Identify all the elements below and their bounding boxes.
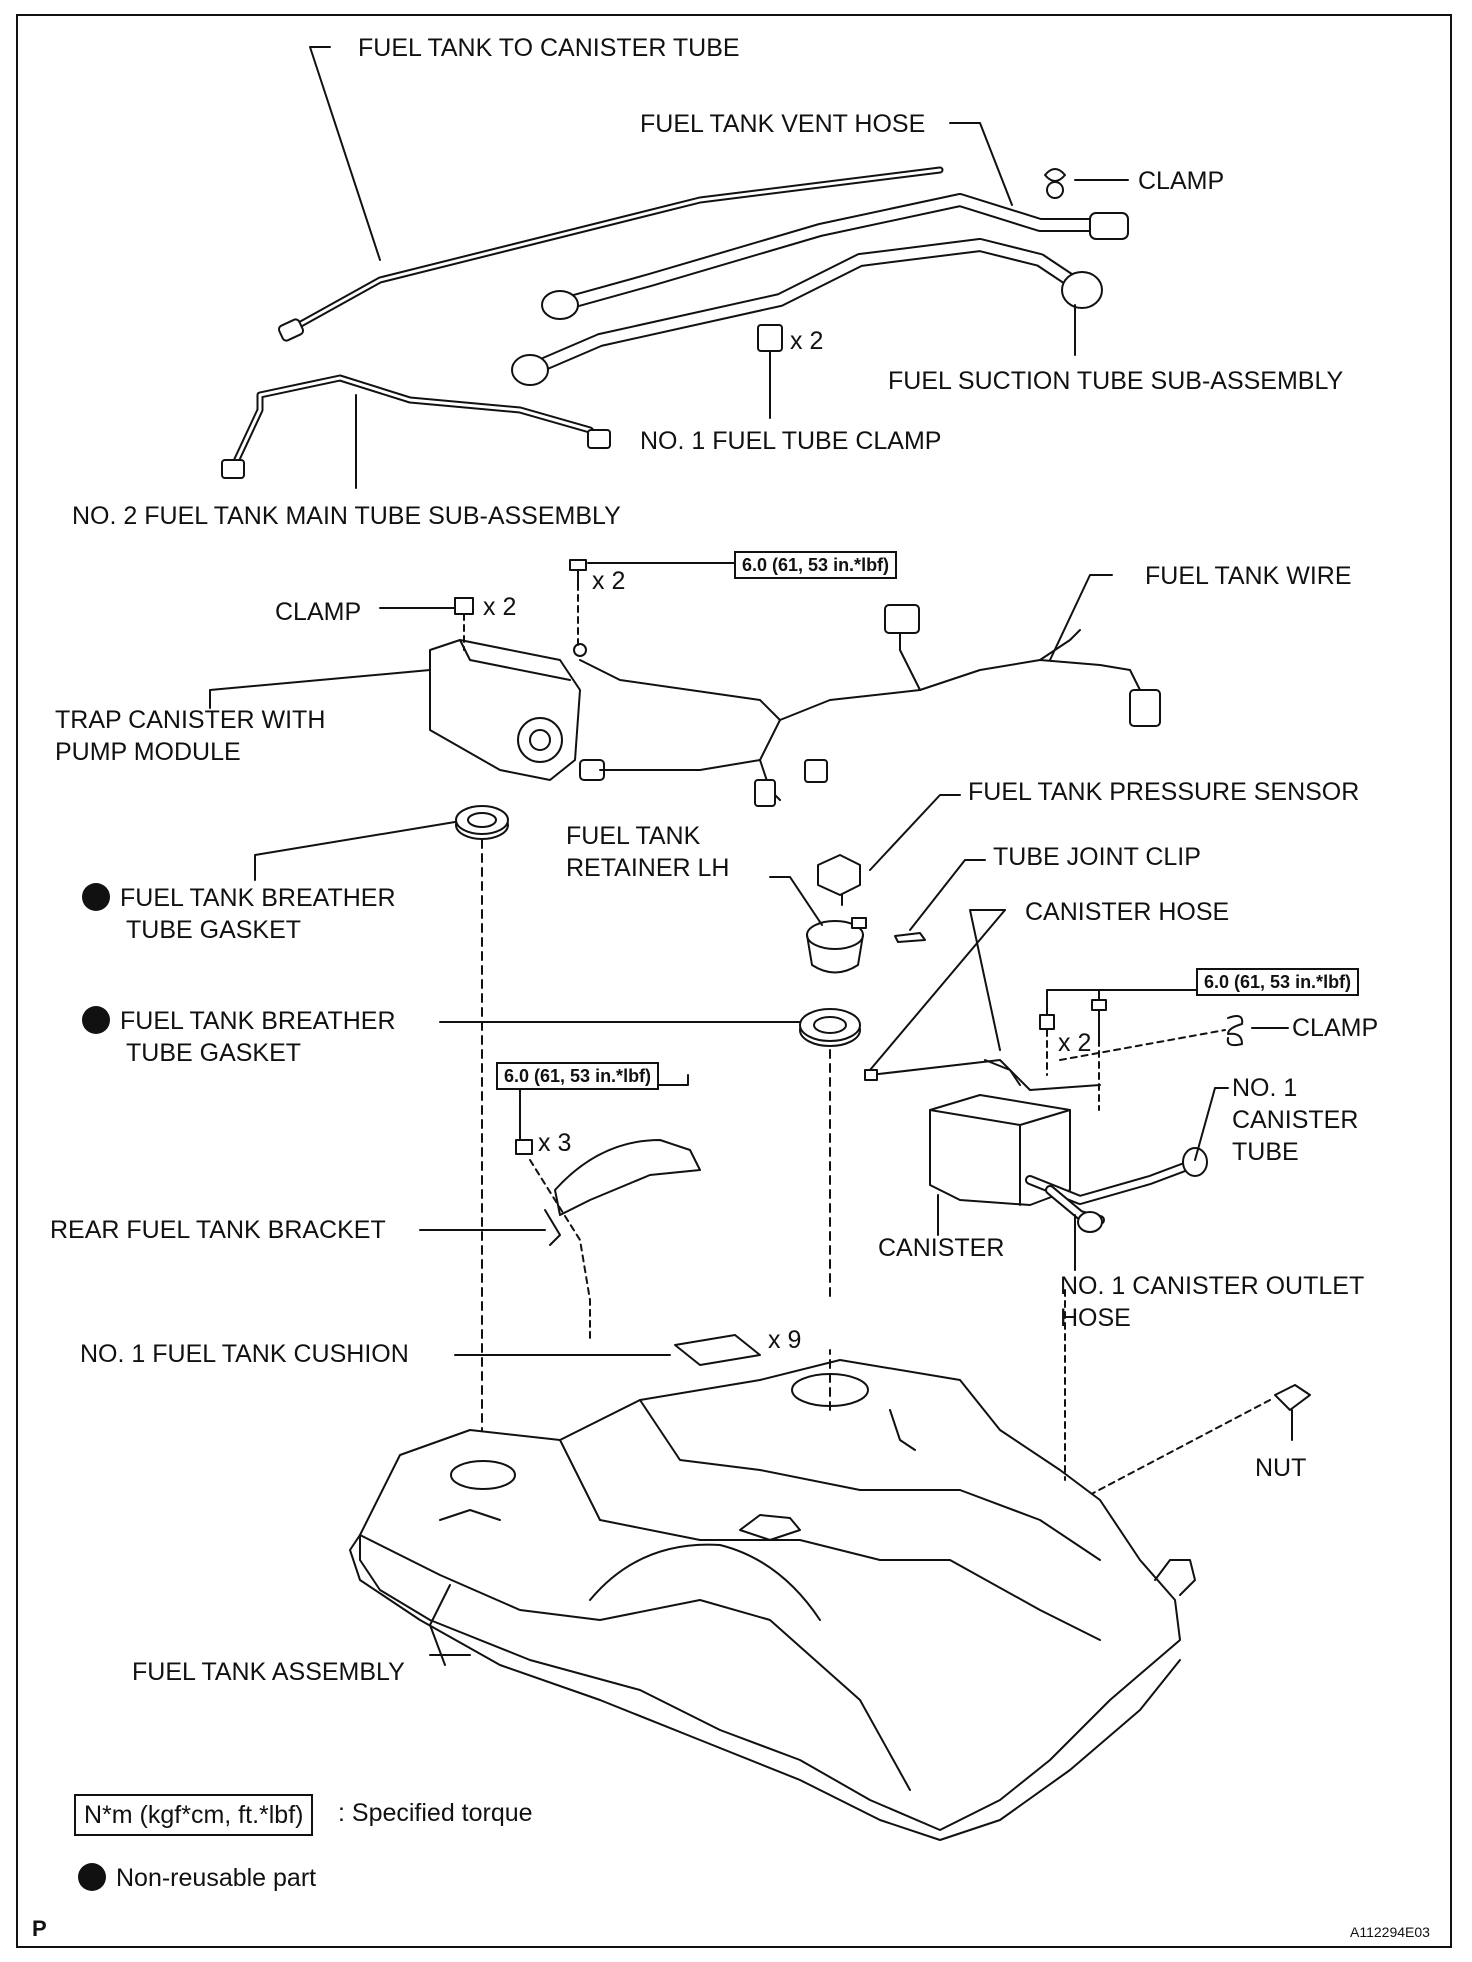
qty-bolt-top: x 2 — [592, 567, 626, 595]
diagram-frame — [16, 14, 1452, 1948]
label-tube-joint-clip: TUBE JOINT CLIP — [993, 843, 1201, 871]
breather-gasket-2 — [439, 1008, 861, 1301]
label-gasket1-text-1: FUEL TANK BREATHER — [120, 884, 396, 912]
label-no2-fuel-tank-main-tube: NO. 2 FUEL TANK MAIN TUBE SUB-ASSEMBLY — [72, 502, 621, 530]
tube-joint-clip — [894, 859, 986, 943]
label-fuel-tank-vent-hose: FUEL TANK VENT HOSE — [640, 110, 926, 138]
fuel-tank-wire — [573, 604, 1161, 807]
bolt-top — [569, 559, 736, 651]
label-breather-gasket-2: FUEL TANK BREATHER TUBE GASKET — [82, 1005, 396, 1069]
canister-assembly — [864, 1059, 1208, 1233]
leader-fuel-tank-wire — [1049, 574, 1113, 661]
torque-bracket: 6.0 (61, 53 in.*lbf) — [496, 1062, 660, 1090]
no2-fuel-tank-main-tube — [221, 374, 611, 489]
no1-fuel-tube-clamp — [757, 324, 783, 419]
legend-torque-text: : Specified torque — [338, 1799, 533, 1827]
label-fuel-suction-tube: FUEL SUCTION TUBE SUB-ASSEMBLY — [888, 367, 1344, 395]
non-reusable-dot-icon — [78, 1863, 106, 1891]
label-fuel-tank-retainer: FUEL TANK RETAINER LH — [566, 820, 729, 884]
non-reusable-dot-icon — [82, 883, 110, 911]
fuel-tank-pressure-sensor — [817, 794, 961, 906]
label-retainer-line-1: FUEL TANK — [566, 822, 701, 850]
label-fuel-tank-to-canister-tube: FUEL TANK TO CANISTER TUBE — [358, 34, 740, 62]
leader-canister-hose-b — [869, 909, 1006, 1071]
label-trap-canister: TRAP CANISTER WITH PUMP MODULE — [55, 704, 325, 768]
figure-code: A112294E03 — [1350, 1924, 1430, 1940]
torque-top: 6.0 (61, 53 in.*lbf) — [734, 551, 898, 579]
clamp-top-part — [1044, 168, 1066, 199]
label-trap-canister-line-2: PUMP MODULE — [55, 738, 241, 766]
rear-fuel-tank-bracket — [419, 1074, 701, 1341]
page-mark: P — [32, 1916, 47, 1941]
fuel-tank-body — [349, 1359, 1196, 1841]
label-rear-fuel-tank-bracket: REAR FUEL TANK BRACKET — [50, 1216, 386, 1244]
clamp-right-part — [1226, 1015, 1289, 1047]
fuel-tank-to-canister-tube — [277, 166, 944, 342]
canister-bolts — [1039, 989, 1226, 1111]
qty-tube-clamp: x 2 — [790, 327, 824, 355]
no1-fuel-tank-cushion — [454, 1334, 761, 1366]
nut-part — [1079, 1384, 1311, 1501]
label-gasket2-text-1: FUEL TANK BREATHER — [120, 1007, 396, 1035]
label-no1-canister-tube-line-3: TUBE — [1232, 1138, 1299, 1166]
label-clamp-right: CLAMP — [1292, 1014, 1379, 1042]
label-no1-canister-tube: NO. 1 CANISTER TUBE — [1232, 1072, 1358, 1168]
clamp-mid-part — [454, 597, 474, 651]
label-nut: NUT — [1255, 1454, 1307, 1482]
label-gasket2-line-2: TUBE GASKET — [126, 1039, 302, 1067]
label-canister-hose: CANISTER HOSE — [1025, 898, 1230, 926]
leader-canister-tube — [309, 46, 381, 261]
label-outlet-hose-line-2: HOSE — [1060, 1304, 1131, 1332]
label-fuel-tank-assembly: FUEL TANK ASSEMBLY — [132, 1658, 405, 1686]
label-no1-fuel-tank-cushion: NO. 1 FUEL TANK CUSHION — [80, 1340, 409, 1368]
trap-canister-pump-module — [429, 639, 605, 781]
label-clamp-top: CLAMP — [1138, 167, 1225, 195]
breather-gasket-1 — [254, 805, 509, 1501]
legend-non-reusable: Non-reusable part — [78, 1862, 316, 1894]
label-gasket1-line-2: TUBE GASKET — [126, 916, 302, 944]
label-no1-fuel-tube-clamp: NO. 1 FUEL TUBE CLAMP — [640, 427, 942, 455]
label-fuel-tank-wire: FUEL TANK WIRE — [1145, 562, 1352, 590]
label-gasket1-line-1: FUEL TANK BREATHER — [82, 882, 396, 914]
fuel-suction-tube — [511, 238, 1103, 386]
label-outlet-hose-line-1: NO. 1 CANISTER OUTLET — [1060, 1272, 1365, 1300]
label-trap-canister-line-1: TRAP CANISTER WITH — [55, 706, 326, 734]
qty-cushion: x 9 — [768, 1326, 802, 1354]
torque-canister: 6.0 (61, 53 in.*lbf) — [1196, 968, 1360, 996]
label-clamp-mid: CLAMP — [275, 598, 362, 626]
qty-canister-nut: x 2 — [1058, 1029, 1092, 1057]
label-no1-canister-tube-line-1: NO. 1 — [1232, 1074, 1298, 1102]
label-fuel-tank-pressure-sensor: FUEL TANK PRESSURE SENSOR — [968, 778, 1360, 806]
leader-trap-canister — [209, 669, 431, 709]
label-no1-canister-tube-line-2: CANISTER — [1232, 1106, 1359, 1134]
label-breather-gasket-1: FUEL TANK BREATHER TUBE GASKET — [82, 882, 396, 946]
legend-non-reusable-text: Non-reusable part — [116, 1864, 317, 1892]
label-canister: CANISTER — [878, 1234, 1005, 1262]
leader-vent-hose — [949, 122, 1013, 206]
fuel-tank-retainer-lh — [769, 876, 867, 974]
leader-no1-canister-tube — [1194, 1087, 1229, 1161]
label-no1-canister-outlet-hose: NO. 1 CANISTER OUTLET HOSE — [1060, 1270, 1364, 1334]
fuel-tank-vent-hose — [541, 193, 1129, 320]
qty-bracket-bolt: x 3 — [538, 1129, 572, 1157]
non-reusable-dot-icon — [82, 1006, 110, 1034]
leader-canister-hose-a — [969, 909, 1006, 1051]
label-gasket2-line-1: FUEL TANK BREATHER — [82, 1005, 396, 1037]
qty-clamp-mid: x 2 — [483, 593, 517, 621]
label-retainer-line-2: RETAINER LH — [566, 854, 730, 882]
legend-torque-box: N*m (kgf*cm, ft.*lbf) — [74, 1794, 314, 1836]
